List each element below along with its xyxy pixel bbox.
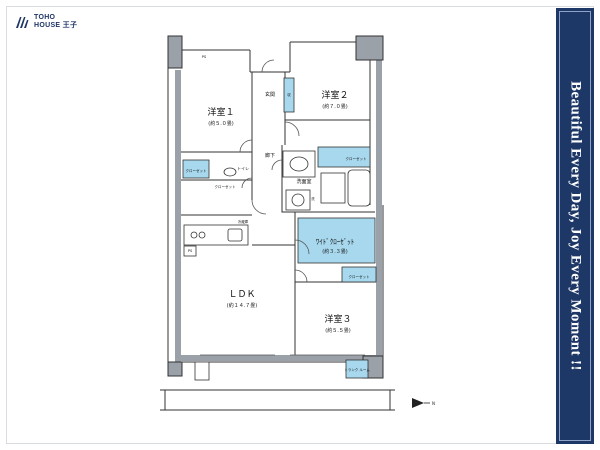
brand-logo: TOHO HOUSE 王子: [14, 14, 77, 30]
room-ldk-size: (約１４.７畳): [227, 302, 258, 309]
kitchen-sink: [227, 228, 243, 242]
compass-letter: N: [432, 401, 435, 406]
room-western1-name: 洋室１: [207, 106, 234, 118]
closet-label: クローゼット: [186, 168, 207, 173]
walk-in-closet: [297, 217, 376, 264]
ps-label: PS: [188, 249, 193, 253]
washer-label: 洗: [311, 196, 315, 201]
hallway-label: 廊下: [265, 152, 275, 159]
tagline-banner: Beautiful Every Day, Joy Every Moment !!: [556, 8, 594, 444]
closet-label: クローゼット: [215, 184, 236, 189]
room-western3-size: (約５.５畳): [325, 327, 351, 334]
room-western2-name: 洋室２: [321, 89, 348, 101]
column: [355, 35, 384, 61]
sink-bowl: [289, 156, 309, 172]
toilet-bowl: [223, 167, 237, 177]
room-western2-size: (約７.０畳): [322, 103, 348, 110]
room-walkin-size: (約３.３畳): [322, 248, 348, 255]
house-logo-icon: [16, 17, 29, 28]
bathroom: [320, 172, 346, 204]
trunk-room-label: トランク ルーム: [344, 367, 370, 372]
ps-label: PS: [202, 55, 207, 59]
door-walkin: [294, 239, 310, 255]
room-ldk-name: ＬＤＫ: [228, 290, 255, 300]
room-walkin-name: ﾜｲﾄﾞｸﾛｰｾﾞｯﾄ: [316, 238, 355, 246]
door-w3: [294, 269, 308, 283]
column: [167, 361, 183, 377]
door-ldk: [251, 199, 267, 215]
closet-w2: [317, 146, 371, 168]
bathtub: [347, 169, 371, 207]
door-wash: [271, 159, 283, 171]
entrance-label: 玄関: [265, 91, 275, 98]
column: [167, 35, 183, 69]
partition-wash: [281, 145, 375, 213]
fridge-space: [183, 245, 197, 257]
closet-w1: [182, 159, 210, 179]
balcony-rail-end: [164, 390, 391, 410]
brand-name-line1: TOHO: [34, 14, 56, 21]
wall-band-west: [175, 70, 181, 362]
door-toilet: [241, 177, 253, 189]
shoe-storage-label: 収: [287, 92, 291, 97]
wall-band-east: [376, 60, 382, 360]
aircon-unit: [194, 361, 210, 381]
trunk-room: [345, 359, 369, 379]
wall-band-south: [181, 355, 376, 361]
door-w2: [284, 121, 300, 137]
shoe-storage: [283, 77, 295, 113]
door-w1: [239, 139, 253, 153]
brand-name-line2: HOUSE 王子: [34, 22, 78, 29]
toilet-label: トイレ: [237, 166, 249, 171]
stove-burner: [198, 231, 206, 239]
stove-burner: [190, 231, 198, 239]
closet-label: クローゼット: [346, 156, 367, 161]
closet-label: クローゼット: [349, 274, 370, 279]
balcony-rail: [160, 389, 395, 411]
closet-w3: [341, 266, 377, 283]
washer-drum: [291, 193, 305, 207]
fridge-label: 冷蔵庫: [238, 219, 249, 224]
north-arrow-icon: [412, 398, 430, 408]
entrance-door: [261, 59, 275, 73]
room-western1-size: (約５.０畳): [208, 120, 234, 127]
exterior-wall: [167, 41, 371, 362]
room-western3-name: 洋室３: [324, 313, 351, 325]
washroom-label: 洗面室: [296, 178, 311, 185]
